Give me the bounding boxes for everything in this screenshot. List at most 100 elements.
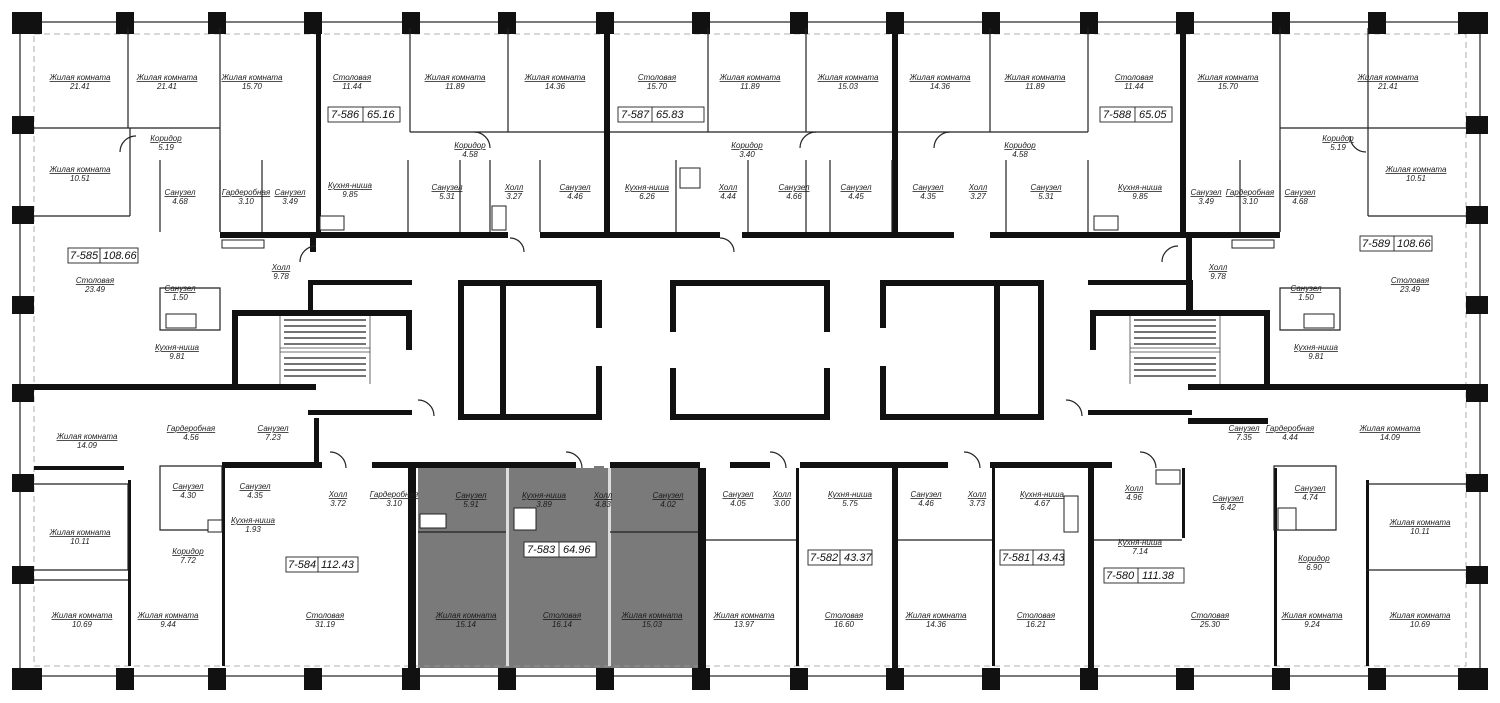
room-name: Холл [968, 183, 988, 192]
room-area: 31.19 [315, 620, 336, 629]
room-area: 3.40 [739, 150, 755, 159]
room-name: Кухня-ниша [1020, 490, 1064, 499]
room-area: 10.51 [70, 174, 90, 183]
room-name: Санузел [239, 482, 271, 491]
apt-label-7-586[interactable]: 7-586 65.16 [327, 106, 401, 123]
room-area: 4.66 [786, 192, 802, 201]
room-name: Кухня-ниша [522, 491, 566, 500]
apt-label-7-589[interactable]: 7-589 108.66 [1359, 235, 1433, 252]
fixtures [165, 167, 1335, 533]
apt-label-7-581[interactable]: 7-581 43.43 [999, 549, 1065, 566]
room-name: Санузел [1228, 424, 1260, 433]
svg-text:112.43: 112.43 [321, 559, 355, 571]
room-area: 3.27 [970, 192, 986, 201]
svg-text:7-583: 7-583 [527, 544, 556, 556]
room-name: Коридор [1004, 141, 1036, 150]
room-name: Жилая комната [1004, 73, 1066, 82]
apt-label-7-588[interactable]: 7-588 65.05 [1099, 106, 1173, 123]
svg-text:43.43: 43.43 [1037, 552, 1065, 564]
room-area: 4.44 [1282, 433, 1298, 442]
apartment-7-583-highlight[interactable] [418, 466, 698, 668]
apt-label-7-583[interactable]: 7-583 64.96 [523, 541, 597, 558]
room-area: 15.14 [456, 620, 477, 629]
room-area: 4.44 [720, 192, 736, 201]
interior-walls [34, 28, 1466, 670]
room-name: Жилая комната [49, 73, 111, 82]
room-area: 4.35 [920, 192, 936, 201]
room-name: Холл [772, 490, 792, 499]
apt-label-7-587[interactable]: 7-587 65.83 [617, 106, 705, 123]
room-name: Коридор [1322, 134, 1354, 143]
room-area: 3.10 [1242, 197, 1258, 206]
room-area: 4.02 [660, 500, 676, 509]
room-name: Санузел [257, 424, 289, 433]
room-area: 4.46 [567, 192, 583, 201]
room-area: 9.81 [1308, 352, 1324, 361]
room-area: 7.14 [1132, 547, 1148, 556]
room-name: Столовая [1391, 276, 1430, 285]
svg-text:7-581: 7-581 [1002, 552, 1030, 564]
room-name: Холл [328, 490, 348, 499]
room-name: Санузел [431, 183, 463, 192]
room-area: 15.70 [1218, 82, 1239, 91]
room-name: Санузел [1284, 188, 1316, 197]
room-area: 25.30 [1199, 620, 1221, 629]
room-name: Жилая комната [909, 73, 971, 82]
room-name: Коридор [454, 141, 486, 150]
room-name: Столовая [1191, 611, 1230, 620]
room-name: Санузел [164, 188, 196, 197]
apt-label-7-582[interactable]: 7-582 43.37 [807, 549, 873, 566]
room-name: Кухня-ниша [625, 183, 669, 192]
room-name: Коридор [731, 141, 763, 150]
room-name: Кухня-ниша [828, 490, 872, 499]
room-name: Столовая [306, 611, 345, 620]
svg-text:111.38: 111.38 [1142, 570, 1175, 582]
room-name: Холл [271, 263, 291, 272]
room-name: Санузел [652, 491, 684, 500]
svg-text:64.96: 64.96 [563, 544, 591, 556]
room-area: 16.60 [834, 620, 855, 629]
room-area: 10.51 [1406, 174, 1426, 183]
stairs [279, 316, 1221, 384]
room-name: Жилая комната [435, 611, 497, 620]
apt-label-7-584[interactable]: 7-584 112.43 [285, 556, 359, 573]
apt-label-7-585[interactable]: 7-585 108.66 [67, 247, 139, 264]
room-name: Санузел [172, 482, 204, 491]
room-area: 6.26 [639, 192, 655, 201]
room-area: 4.58 [462, 150, 478, 159]
room-name: Санузел [1294, 484, 1326, 493]
room-area: 13.97 [734, 620, 755, 629]
room-name: Кухня-ниша [1118, 183, 1162, 192]
room-name: Коридор [172, 547, 204, 556]
room-area: 3.49 [1198, 197, 1214, 206]
apt-label-7-580[interactable]: 7-580 111.38 [1103, 567, 1185, 584]
room-area: 4.05 [730, 499, 746, 508]
room-name: Жилая комната [1359, 424, 1421, 433]
outer-walls [12, 12, 1488, 690]
room-name: Санузел [1212, 494, 1244, 503]
room-area: 10.69 [72, 620, 93, 629]
